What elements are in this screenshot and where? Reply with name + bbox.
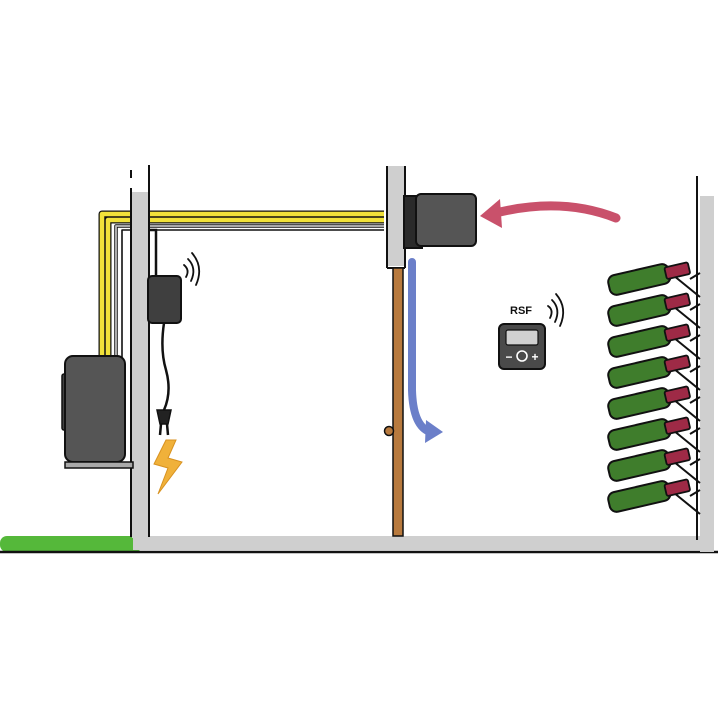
cold-air-arrow bbox=[408, 258, 443, 443]
wine-bottle-icon bbox=[607, 323, 691, 358]
thermostat-dial bbox=[516, 350, 528, 362]
controller-cable bbox=[150, 228, 158, 276]
thermostat-wifi-icon bbox=[547, 293, 565, 327]
warm-air-arrow bbox=[480, 199, 621, 228]
power-plug-icon bbox=[156, 409, 172, 436]
wine-bottle-icon bbox=[607, 447, 691, 482]
exterior-wall bbox=[130, 165, 150, 538]
wine-rack-icon bbox=[607, 261, 701, 515]
wine-bottle-icon bbox=[607, 261, 691, 296]
lightning-bolt-icon bbox=[153, 439, 183, 495]
thermostat-plus: + bbox=[531, 350, 538, 364]
cellar-door bbox=[383, 267, 404, 537]
power-cord bbox=[161, 322, 170, 411]
control-box-icon bbox=[147, 275, 182, 324]
wine-bottle-icon bbox=[607, 478, 691, 513]
evaporator-unit-icon bbox=[403, 193, 477, 249]
right-wall bbox=[696, 176, 714, 552]
cellar-floor bbox=[133, 536, 713, 550]
wine-bottle-icon bbox=[607, 385, 691, 420]
thermostat-minus: − bbox=[505, 350, 512, 364]
thermostat-label: RSF bbox=[510, 305, 532, 317]
thermostat-display bbox=[505, 329, 539, 346]
thermostat-icon: RSF − + bbox=[498, 305, 546, 370]
refrigerant-line-set bbox=[98, 210, 384, 358]
wine-bottle-icon bbox=[607, 416, 691, 451]
wifi-signal-icon bbox=[183, 252, 201, 286]
wine-bottle-icon bbox=[607, 354, 691, 389]
partition-wall bbox=[386, 166, 406, 269]
door-knob bbox=[383, 425, 395, 437]
grass-strip bbox=[0, 536, 142, 552]
condenser-unit-icon bbox=[61, 355, 134, 469]
wine-bottle-icon bbox=[607, 292, 691, 327]
